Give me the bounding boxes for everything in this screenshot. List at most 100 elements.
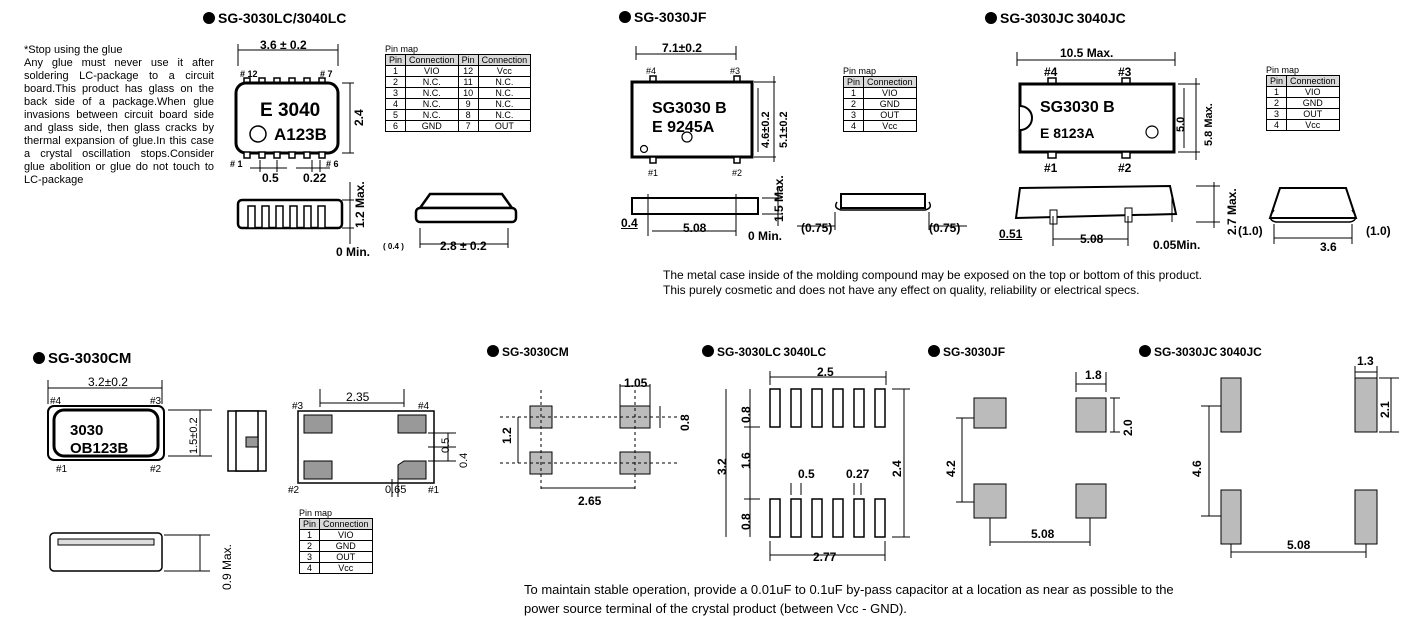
cm-pin1-label: #1 <box>56 464 68 475</box>
footprint-lc <box>725 371 910 561</box>
jf-side1-label: (0.75) <box>801 221 833 235</box>
lc-thick-label: 1.2 Max. <box>353 181 367 228</box>
glue-note-title: *Stop using the glue <box>24 44 123 56</box>
cm-body <box>52 408 160 458</box>
lc-height-label: 2.4 <box>352 109 366 126</box>
jc-pin2-label: #2 <box>1118 161 1132 175</box>
pinmap-cm-cell: 3 <box>298 551 321 563</box>
jf-side-view <box>631 197 759 215</box>
pinmap-cm-header-cell: Connection <box>319 518 373 530</box>
fp-lc-pad-label: 0.8 <box>739 406 753 423</box>
cm-bottom-pin3-label: #3 <box>292 401 304 412</box>
lc-pin12-label: # 12 <box>240 69 258 79</box>
pinmap-jf-cell: OUT <box>863 109 917 121</box>
lc-pitch-label: 0.5 <box>262 171 279 185</box>
jc-marking-2: E 8123A <box>1040 125 1094 141</box>
cm-bottom-view: 2.35 #3 #4 #2 #1 <box>288 389 456 497</box>
pinmap-lc-cell: 5 <box>384 109 407 121</box>
pinmap-lc-cell: 6 <box>384 120 407 132</box>
jf-end-view <box>797 193 967 230</box>
cm-pin2-label: #2 <box>150 464 162 475</box>
pinmap-cm-cell: Vcc <box>319 562 373 574</box>
lc-package-drawing: 3.6 ± 0.2 # 12 # 7 E 3040 A123B # 1 # 6 … <box>230 38 367 244</box>
pinmap-jc-cell: 3 <box>1265 108 1288 120</box>
footprint-cm <box>500 384 680 490</box>
fp-cm-height-label: 0.8 <box>678 414 692 431</box>
pinmap-lc-cell: N.C. <box>477 87 532 99</box>
cm-bottom-pin4-label: #4 <box>418 401 430 412</box>
pinmap-lc-cell: 2 <box>384 76 407 88</box>
pinmap-jc-cell: 1 <box>1265 86 1288 98</box>
lc-marking-1: E 3040 <box>260 100 320 121</box>
cm-bottom-pin1-label: #1 <box>428 485 440 496</box>
title-sg3030jc: SG-3030JC 3040JC <box>985 10 1126 26</box>
jc-pin4-label: #4 <box>1044 65 1058 79</box>
pinmap-lc-header-cell: Pin <box>384 54 407 66</box>
fp-jc-vpitch-label: 4.6 <box>1190 460 1204 477</box>
footprint-title-jf: SG-3030JF <box>928 345 1005 359</box>
jc-side-view <box>1014 184 1178 220</box>
pinmap-lc-cell: N.C. <box>405 87 459 99</box>
jf-pin1-label: #1 <box>648 168 658 178</box>
fp-jf-width-label: 1.8 <box>1085 368 1102 382</box>
fp-lc-pitch-label: 0.5 <box>798 467 815 481</box>
fp-jf-height-label: 2.0 <box>1121 419 1135 436</box>
pinmap-lc-cell: 10 <box>457 87 479 99</box>
pinmap-jc-cell: GND <box>1286 97 1340 109</box>
title-sg3030cm: SG-3030CM <box>33 350 131 367</box>
fp-jc-width-label: 1.3 <box>1357 354 1374 368</box>
pinmap-jc-cell: OUT <box>1286 108 1340 120</box>
pinmap-jc-header-cell: Connection <box>1286 75 1340 87</box>
lc-end-view <box>414 192 518 248</box>
cm-padlen-label: 0.65 <box>385 484 407 496</box>
pinmap-lc-cell: 1 <box>384 65 407 77</box>
pinmap-lc-cell: 9 <box>457 98 479 110</box>
fp-lc-total-label: 3.2 <box>715 458 729 475</box>
pinmap-cm-cell: 2 <box>298 540 321 552</box>
cm-thick-label: 0.9 Max. <box>220 543 234 590</box>
pinmap-lc-cell: N.C. <box>477 98 532 110</box>
pinmap-lc-cell: 8 <box>457 109 479 121</box>
pinmap-jf-header-cell: Connection <box>863 76 917 88</box>
jf-width-label: 7.1±0.2 <box>662 41 702 55</box>
cm-package-drawing: 3.2±0.2 #4 #3 3030 OB123B #1 #2 1.5±0.2 <box>47 375 212 475</box>
jf-pitch-label: 5.08 <box>683 221 707 235</box>
cm-bottom-pin2-label: #2 <box>288 485 300 496</box>
jc-height1-label: 5.0 <box>1175 117 1187 132</box>
lc-body <box>234 81 340 155</box>
pinmap-jf-cell: 1 <box>842 87 865 99</box>
fp-lc-gap-label: 1.6 <box>739 452 753 469</box>
pinmap-lc-cell: OUT <box>477 120 532 132</box>
fp-lc-h-label: 2.4 <box>890 460 904 477</box>
jf-height1-label: 4.6±0.2 <box>760 111 772 148</box>
pinmap-lc-cell: N.C. <box>405 109 459 121</box>
cm-padspan-label: 2.35 <box>346 390 370 404</box>
jf-height2-label: 5.1±0.2 <box>778 111 790 148</box>
jc-width-label: 10.5 Max. <box>1060 46 1113 60</box>
glue-note: *Stop using the glue Any glue must never… <box>24 44 214 187</box>
pinmap-cm-cell: 4 <box>298 562 321 574</box>
pinmap-lc-cell: N.C. <box>405 76 459 88</box>
lc-pin7-label: # 7 <box>320 69 333 79</box>
pinmap-lc-cell: N.C. <box>477 109 532 121</box>
lc-marking-2: A123B <box>274 125 327 144</box>
pinmap-jc-caption: Pin map <box>1266 65 1300 75</box>
jc-side1-label: (1.0) <box>1238 224 1263 238</box>
jc-end-view <box>1268 187 1358 244</box>
pinmap-lc-cell: 11 <box>457 76 479 88</box>
pinmap-jf-cell: 2 <box>842 98 865 110</box>
pinmap-lc-cell: N.C. <box>477 76 532 88</box>
fp-jc-height-label: 2.1 <box>1378 401 1392 418</box>
